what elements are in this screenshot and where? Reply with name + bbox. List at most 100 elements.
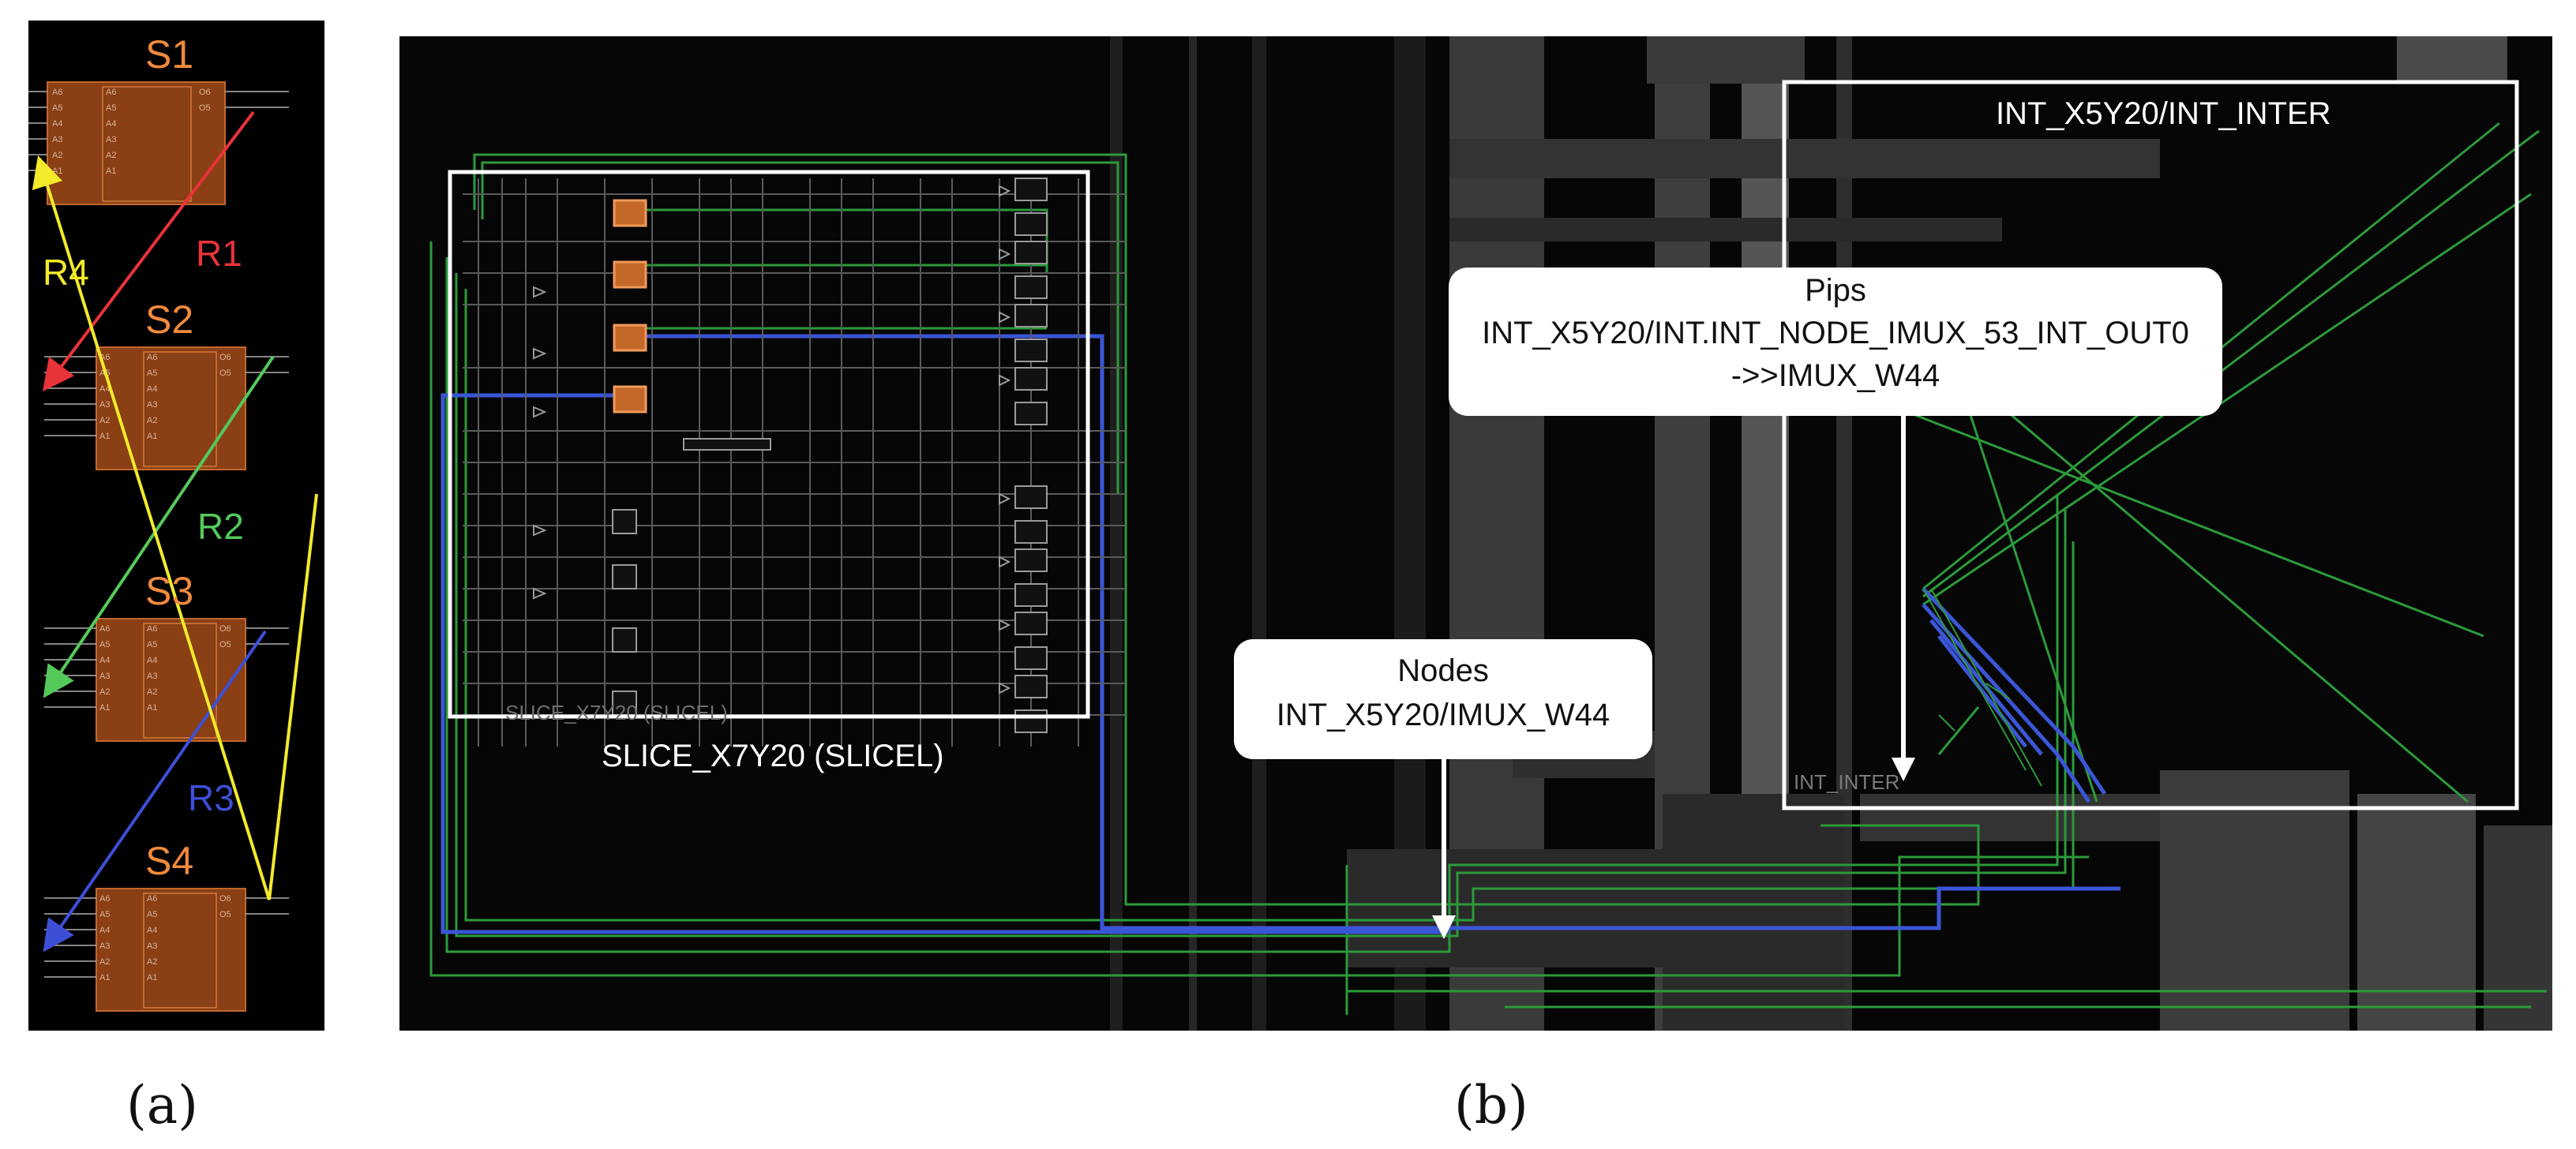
svg-text:O6: O6 (219, 894, 231, 904)
svg-text:A3: A3 (106, 135, 116, 144)
panel-a-caption: (a) (126, 1075, 198, 1136)
svg-text:A6: A6 (106, 88, 116, 97)
slice-internal-wiring (463, 178, 1126, 747)
svg-text:A1: A1 (52, 167, 62, 176)
svg-text:O5: O5 (219, 640, 231, 649)
slice-title-label: SLICE_X7Y20 (SLICEL) (602, 739, 944, 773)
route-label-r2: R2 (197, 506, 244, 547)
svg-text:A3: A3 (147, 672, 157, 681)
pips-callout: Pips INT_X5Y20/INT.INT_NODE_IMUX_53_INT_… (1449, 268, 2222, 416)
svg-text:O6: O6 (199, 88, 211, 97)
svg-text:A5: A5 (147, 910, 157, 919)
routed-wire-bundle-blue (441, 334, 2120, 934)
svg-text:A1: A1 (106, 167, 116, 176)
svg-text:A2: A2 (52, 151, 62, 160)
nodes-callout-arrowhead (1432, 915, 1456, 939)
svg-text:A4: A4 (99, 926, 110, 935)
svg-text:A6: A6 (99, 894, 110, 904)
panel-b-drawing (429, 36, 2552, 1031)
route-label-r4: R4 (43, 252, 89, 293)
svg-text:A4: A4 (52, 119, 62, 129)
svg-text:A5: A5 (147, 640, 157, 649)
slice-buffers (533, 185, 1011, 694)
int-switchbox-wires (1922, 588, 2042, 787)
svg-text:A2: A2 (147, 416, 157, 425)
int-title-label: INT_X5Y20/INT_INTER (1996, 96, 2331, 131)
route-label-r3: R3 (188, 777, 234, 818)
svg-text:A4: A4 (147, 656, 157, 665)
slice-flipflop-cells (613, 199, 647, 414)
slice-label-s2: S2 (145, 298, 194, 342)
slice-label-s3: S3 (145, 569, 194, 613)
svg-text:A5: A5 (52, 103, 62, 113)
svg-text:A2: A2 (99, 957, 110, 967)
svg-text:A5: A5 (99, 640, 110, 649)
nodes-callout-line1: INT_X5Y20/IMUX_W44 (1276, 698, 1610, 732)
slice-highlight-box (448, 170, 1090, 719)
svg-text:A1: A1 (147, 432, 157, 441)
svg-text:A4: A4 (147, 384, 157, 394)
svg-text:A3: A3 (147, 941, 157, 951)
background-wire-bands (1110, 36, 2552, 1031)
slice-inner-label: SLICE_X7Y20 (SLICEL) (505, 701, 728, 724)
svg-text:O6: O6 (219, 353, 231, 362)
svg-text:O5: O5 (219, 369, 231, 378)
svg-text:A2: A2 (147, 687, 157, 697)
route-r1-line (42, 110, 255, 391)
svg-text:A6: A6 (52, 88, 62, 97)
svg-text:O6: O6 (219, 624, 231, 634)
svg-text:A2: A2 (99, 416, 110, 425)
route-label-r1: R1 (196, 233, 242, 274)
svg-text:A3: A3 (99, 941, 110, 951)
pips-callout-line1: INT_X5Y20/INT.INT_NODE_IMUX_53_INT_OUT0 (1482, 316, 2189, 350)
int-highlight-box (1782, 80, 2519, 810)
svg-text:A2: A2 (147, 957, 157, 967)
pips-callout-heading: Pips (1805, 273, 1866, 308)
pips-callout-arrowhead (1892, 758, 1915, 781)
route-r3-line (43, 630, 267, 953)
svg-text:A1: A1 (147, 703, 157, 713)
int-inner-label: INT_INTER (1794, 770, 1900, 794)
svg-text:A5: A5 (106, 103, 116, 113)
route-r4-line (32, 155, 318, 900)
svg-text:A4: A4 (99, 656, 110, 665)
svg-text:A4: A4 (106, 119, 116, 129)
svg-text:A4: A4 (147, 926, 157, 935)
svg-text:O5: O5 (219, 910, 231, 919)
svg-text:O5: O5 (199, 103, 211, 113)
slice-label-s1: S1 (145, 32, 194, 77)
panel-b-routing-view (399, 36, 2552, 1031)
nodes-callout: Nodes INT_X5Y20/IMUX_W44 (1234, 639, 1652, 759)
svg-text:A5: A5 (99, 910, 110, 919)
slice-lut-cells (612, 178, 1048, 733)
svg-text:A3: A3 (99, 672, 110, 681)
svg-text:A3: A3 (147, 400, 157, 410)
svg-text:A2: A2 (106, 151, 116, 160)
svg-text:A6: A6 (99, 624, 110, 634)
svg-text:A1: A1 (99, 973, 110, 982)
route-r2-line (43, 355, 275, 698)
svg-text:A2: A2 (99, 687, 110, 697)
svg-text:A1: A1 (99, 432, 110, 441)
svg-text:A6: A6 (147, 624, 157, 634)
routed-wire-bundle-green (429, 122, 2547, 1015)
svg-text:A3: A3 (52, 135, 62, 144)
pips-callout-line2: ->>IMUX_W44 (1730, 358, 1940, 393)
svg-text:A1: A1 (99, 703, 110, 713)
svg-text:A1: A1 (147, 973, 157, 982)
nodes-callout-heading: Nodes (1397, 653, 1489, 688)
svg-text:A3: A3 (99, 400, 110, 410)
svg-text:A4: A4 (99, 384, 110, 394)
panel-b-caption: (b) (1454, 1075, 1528, 1136)
svg-text:A6: A6 (147, 894, 157, 904)
svg-text:A6: A6 (147, 353, 157, 362)
svg-text:A5: A5 (147, 369, 157, 378)
slice-label-s4: S4 (145, 839, 194, 883)
